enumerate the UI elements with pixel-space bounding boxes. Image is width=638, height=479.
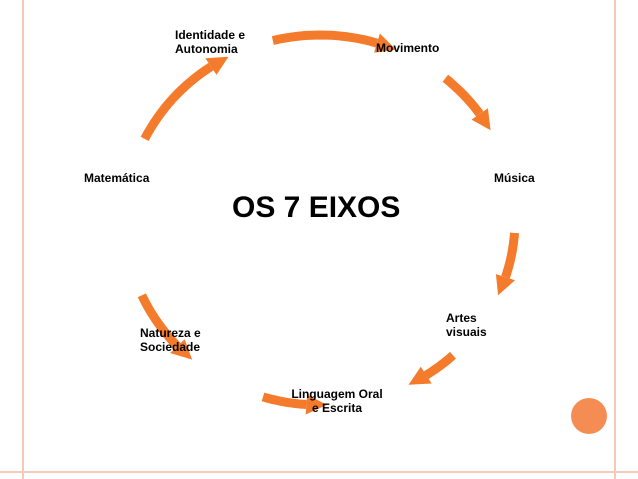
arrow-artes-to-linguagem-head	[408, 366, 432, 385]
arrow-linguagem-to-natureza-body	[261, 392, 307, 409]
arrow-natureza-to-matematica-body	[137, 293, 181, 350]
node-artes-label: Artes visuais	[446, 311, 487, 339]
arrow-identidade-to-movimento-head	[374, 33, 397, 53]
right-border-line	[614, 0, 616, 479]
arrow-matematica-to-identidade-body	[140, 62, 214, 142]
node-movimento-label: Movimento	[376, 41, 440, 55]
left-border-line	[22, 0, 24, 479]
node-natureza-label: Natureza e Sociedade	[140, 326, 201, 354]
arrow-musica-to-artes-head	[495, 274, 515, 296]
arrow-artes-to-linguagem-body	[423, 351, 456, 379]
arrow-natureza-to-matematica-head	[170, 339, 193, 360]
diagram-title: OS 7 EIXOS	[232, 191, 401, 224]
arrow-identidade-to-movimento-body	[271, 30, 379, 48]
arrow-movimento-to-musica-body	[442, 74, 484, 117]
node-musica-label: Música	[494, 171, 535, 185]
node-linguagem-label: Linguagem Oral e Escrita	[291, 387, 383, 415]
decorative-circle	[571, 398, 607, 434]
arrow-linguagem-to-natureza-head	[305, 394, 327, 415]
arrow-group	[137, 30, 519, 415]
arrow-matematica-to-identidade-head	[205, 56, 229, 75]
node-identidade-label: Identidade e Autonomia	[175, 28, 246, 56]
node-matematica-label: Matemática	[84, 171, 150, 185]
arrow-movimento-to-musica-head	[471, 108, 491, 131]
arrow-musica-to-artes-body	[501, 232, 519, 279]
bottom-border-line	[0, 471, 638, 473]
